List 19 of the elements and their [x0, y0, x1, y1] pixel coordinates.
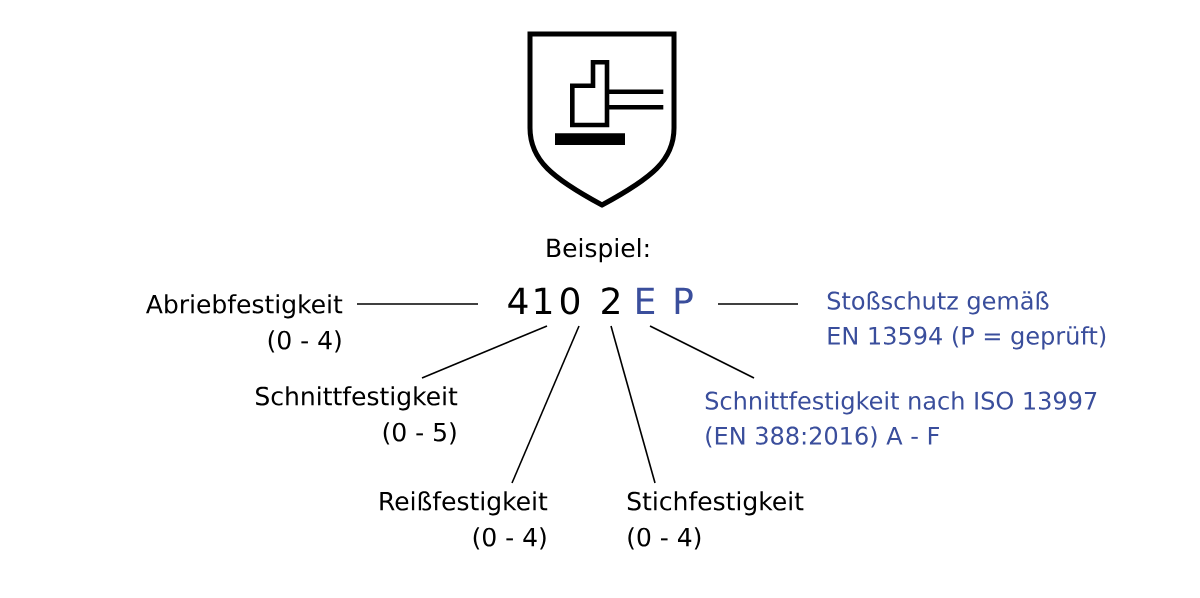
code-character: P [675, 287, 693, 314]
description-label: Schnittfestigkeit (0 - 5) [256, 386, 458, 445]
description-label: Abriebfestigkeit (0 - 4) [146, 294, 343, 353]
leader-line [356, 303, 479, 305]
code-character: 4 [508, 287, 528, 314]
description-label: Stichfestigkeit (0 - 4) [627, 491, 804, 550]
code-character: E [637, 287, 655, 314]
description-label: Reißfestigkeit (0 - 4) [380, 491, 548, 550]
leader-line [649, 325, 755, 379]
code-character: 2 [602, 287, 619, 314]
leader-line [610, 325, 656, 484]
leader-line [421, 325, 548, 379]
description-label: Schnittfestigkeit nach ISO 13997 (EN 388:2016) A - F [705, 391, 1097, 448]
description-label: Stoßschutz gemäß EN 13594 (P = geprüft) [827, 291, 1106, 350]
leader-line [717, 303, 799, 305]
example-label: Beispiel: [547, 238, 649, 263]
code-character: 0 [560, 287, 580, 315]
code-character: 1 [535, 287, 552, 314]
leader-line [511, 325, 580, 484]
